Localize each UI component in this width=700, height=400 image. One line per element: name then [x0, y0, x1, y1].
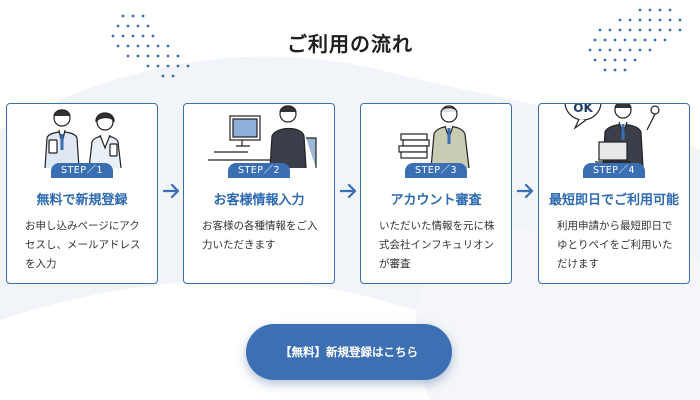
dot-pattern-right [588, 8, 682, 72]
section-title: ご利用の流れ [287, 32, 413, 56]
step-title: 最短即日でご利用可能 [548, 193, 679, 208]
step-badge: STEP／3 [405, 163, 467, 178]
step-description: お客様の各種情報をご入力いただきます [202, 220, 318, 251]
step-title: アカウント審査 [390, 193, 482, 208]
step-badge: STEP／2 [228, 163, 290, 178]
ok-bubble-text: OK [573, 104, 593, 115]
arrow-right-icon [340, 183, 357, 199]
step-card-1: STEP／1 無料で新規登録 お申し込みページにアクセスし、メールアドレスを入力 [6, 103, 158, 284]
arrow-right-icon [163, 183, 180, 199]
illustration-two-people-phones [44, 109, 122, 168]
step-badge: STEP／1 [51, 163, 113, 178]
step-card-3: STEP／3 アカウント審査 いただいた情報を元に株式会社インフキュリオンが審査 [360, 103, 512, 284]
register-cta-button[interactable]: 【無料】新規登録はこちら [246, 324, 452, 380]
arrow-right-icon [517, 183, 534, 199]
step-title: 無料で新規登録 [36, 193, 128, 208]
illustration-reviewer-documents [398, 105, 470, 168]
step-title: お客様情報入力 [213, 193, 305, 208]
step-description: 利用申請から最短即日でゆとりペイをご利用いただけます [557, 220, 673, 270]
step-description: お申し込みページにアクセスし、メールアドレスを入力 [25, 220, 141, 270]
dot-pattern-left [111, 14, 190, 78]
illustration-ok-businessman: OK [564, 104, 660, 168]
illustration-person-computer [208, 105, 317, 168]
step-card-2: STEP／2 お客様情報入力 お客様の各種情報をご入力いただきます [183, 103, 335, 284]
step-card-4: OK STEP／4 最短即日でご利用可能 利用申請から最短即日でゆとりペイをご利… [538, 103, 690, 284]
step-description: いただいた情報を元に株式会社インフキュリオンが審査 [379, 220, 495, 270]
step-badge: STEP／4 [583, 163, 645, 178]
